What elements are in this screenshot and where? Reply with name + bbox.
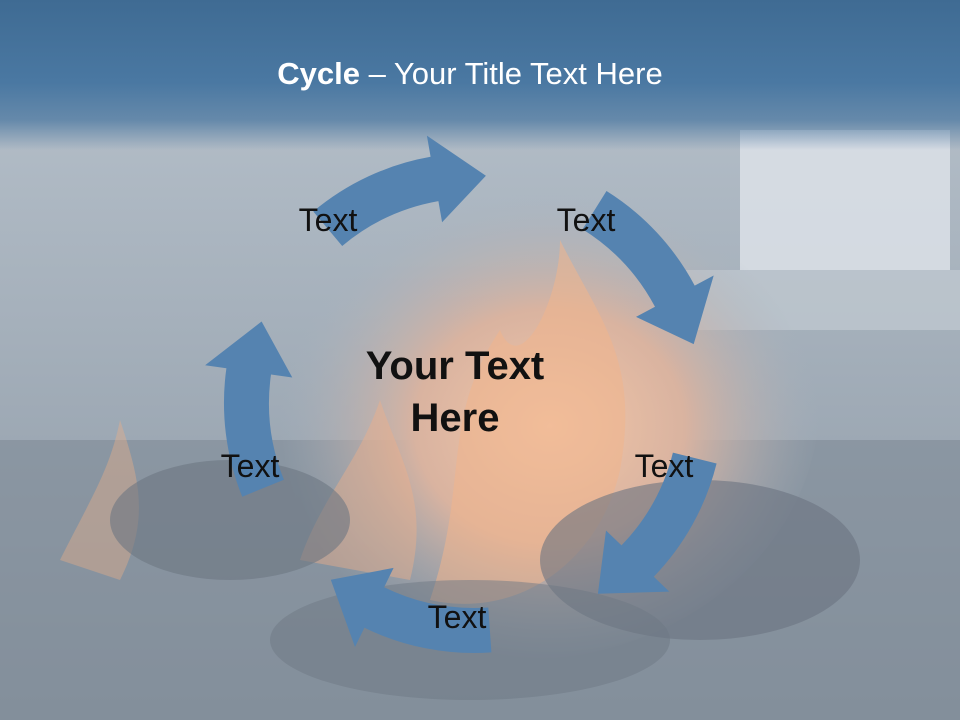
title-rest: – Your Title Text Here [360, 56, 663, 91]
node-label-4: Text [427, 599, 487, 635]
node-label-2: Text [556, 202, 616, 238]
center-text: Your Text Here [330, 340, 580, 444]
center-text-line1: Your Text [365, 344, 545, 388]
title-bold: Cycle [277, 56, 360, 91]
cycle-arrow-3 [597, 452, 717, 594]
cycle-arrow-2 [582, 191, 714, 345]
cycle-arrow-4 [330, 567, 492, 654]
cycle-arrow-5 [205, 321, 293, 497]
cycle-arrow-1 [313, 135, 486, 246]
node-label-5: Text [220, 448, 280, 484]
slide-title: Cycle – Your Title Text Here [0, 54, 940, 94]
node-label-1: Text [298, 202, 358, 238]
center-text-line2: Here [410, 396, 500, 440]
node-label-3: Text [634, 448, 694, 484]
title-band [0, 0, 960, 150]
